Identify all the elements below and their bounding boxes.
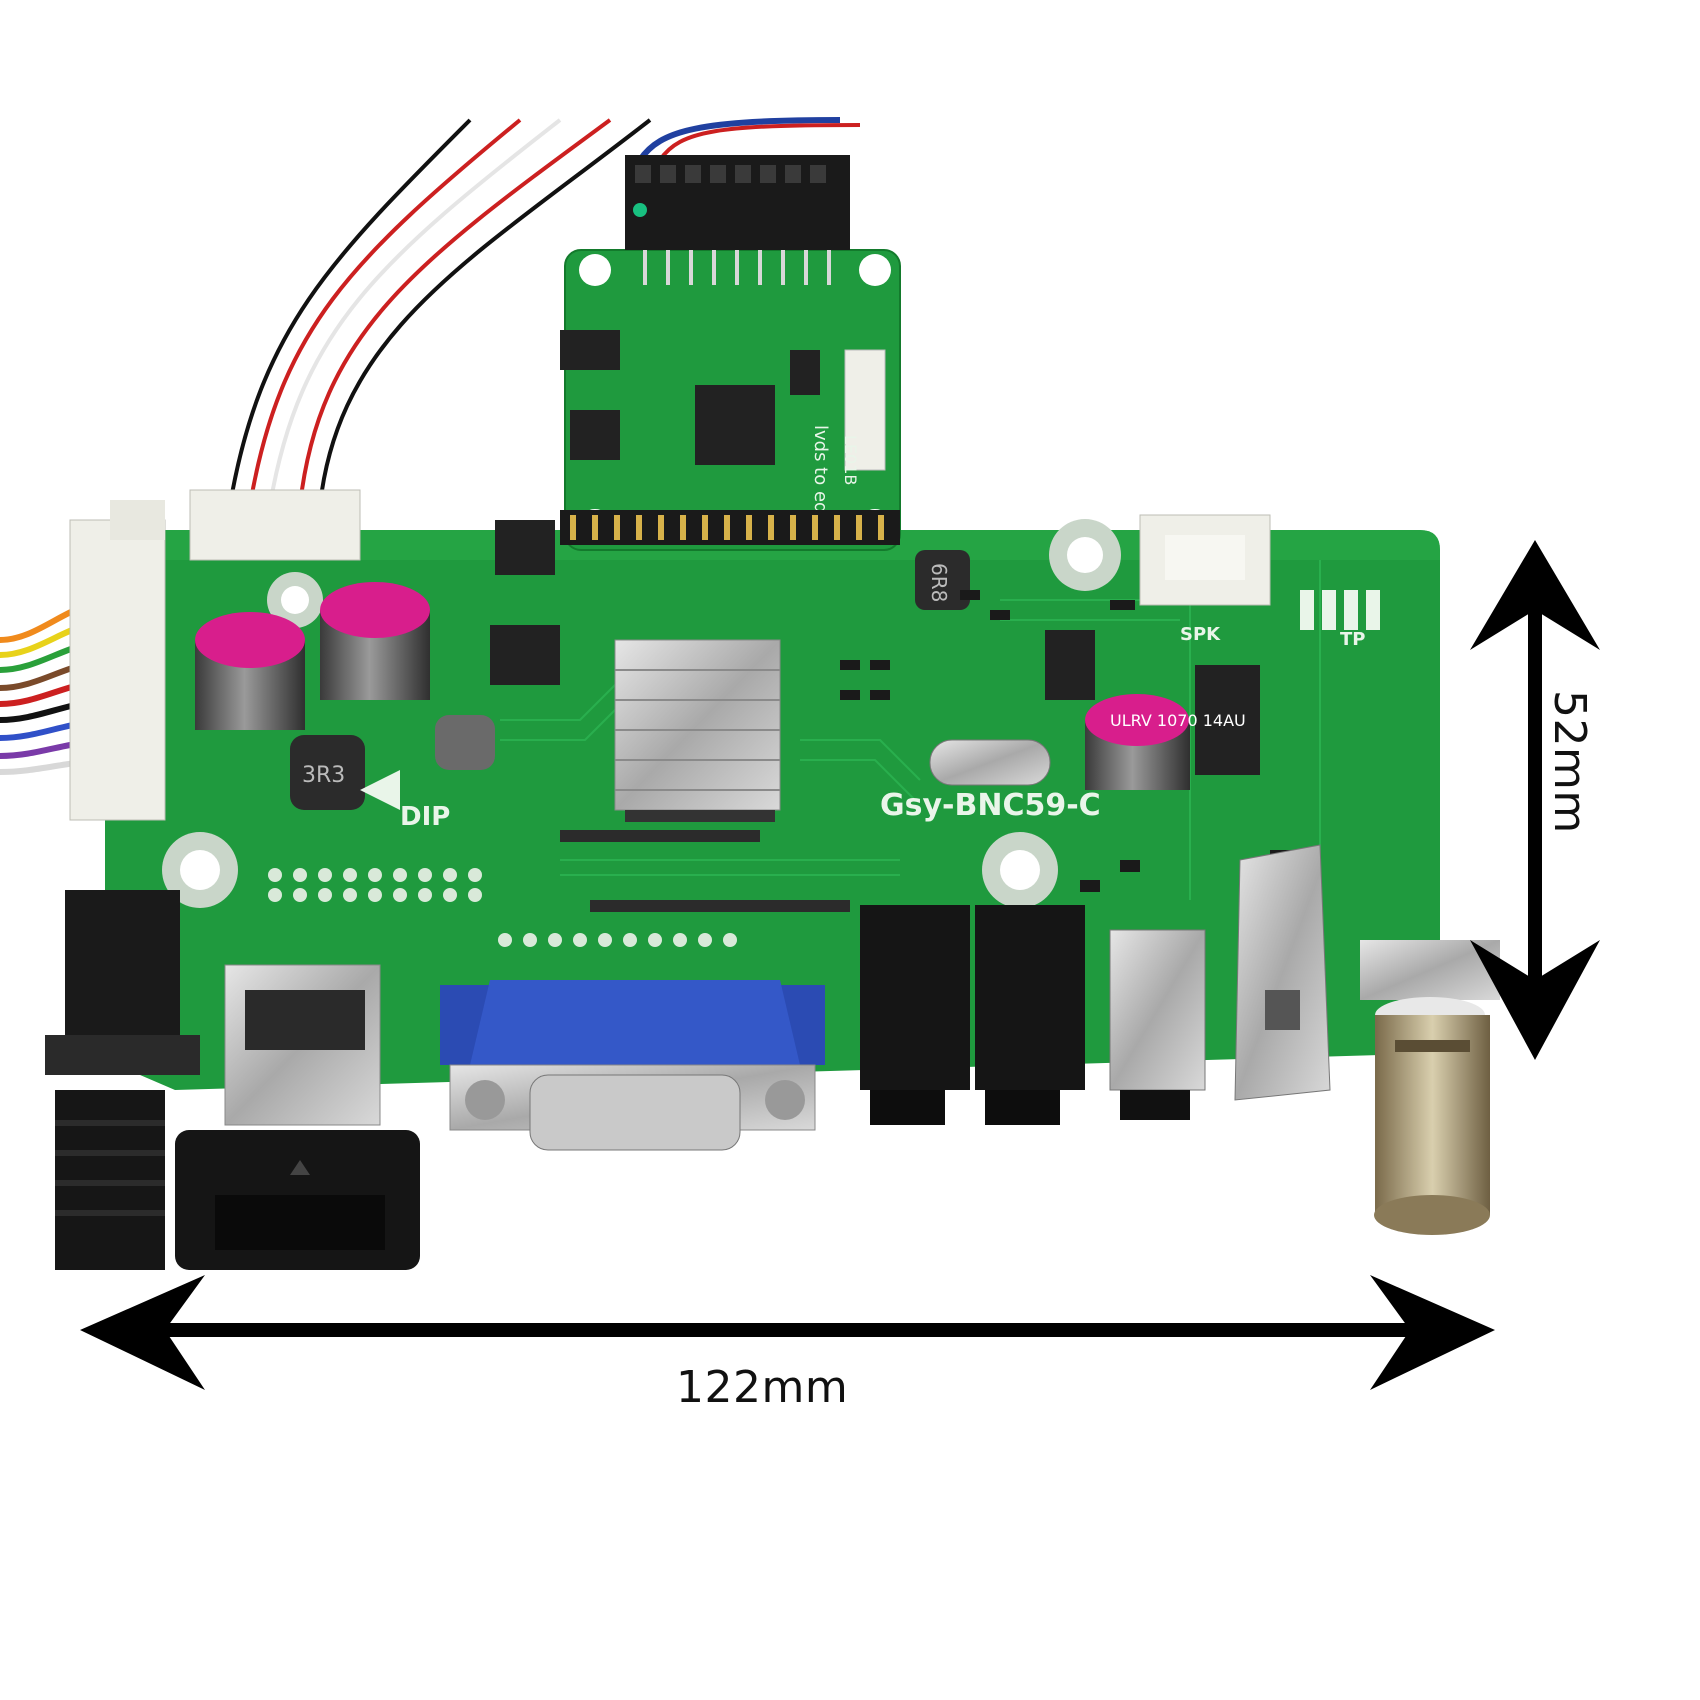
pin-header	[268, 868, 737, 947]
mount-hole	[162, 519, 1121, 908]
audio-jack	[860, 905, 1206, 1125]
capacitor: ULRV 1070 14AU	[195, 582, 1246, 790]
vga-port	[440, 980, 825, 1151]
board-model-label: Gsy-BNC59-C	[880, 788, 1101, 823]
double-arrow-vertical-icon	[1470, 540, 1600, 1060]
adapter-board: lvds to edp LE01B	[560, 249, 901, 551]
heatsink	[614, 639, 781, 822]
white-connector-top	[189, 489, 361, 561]
lvds-connector	[625, 155, 850, 285]
smd-components	[560, 590, 1295, 912]
inductor-label: 3R3	[302, 763, 345, 788]
crystal	[929, 739, 1051, 786]
ic-chip	[490, 625, 560, 685]
adapter-label: lvds to edp	[810, 425, 831, 525]
double-arrow-horizontal-icon	[80, 1275, 1495, 1390]
ic-chip	[1045, 630, 1095, 700]
inductor-label: 6R8	[927, 563, 951, 602]
main-board: 6R8 3R3 ULRV 1070 14AU	[69, 489, 1440, 1090]
hdmi-port	[175, 964, 420, 1270]
dc-jack	[45, 890, 200, 1270]
ic-chip	[1195, 665, 1260, 775]
width-dimension-label: 122mm	[676, 1362, 849, 1413]
white-connector-left	[69, 500, 166, 821]
lvds-cable	[228, 117, 861, 506]
height-dimension-label: 52mm	[1544, 690, 1595, 834]
usb-port	[1234, 844, 1331, 1101]
spk-connector	[1139, 514, 1271, 606]
capacitor-label: ULRV 1070 14AU	[1110, 711, 1246, 730]
spk-label: SPK	[1180, 624, 1221, 645]
bnc-connector	[1360, 940, 1500, 1235]
tp-pads	[1300, 590, 1380, 630]
jumper	[495, 520, 555, 575]
inductor: 6R8 3R3	[290, 550, 970, 810]
tp-label: TP	[1340, 629, 1365, 650]
dip-label: DIP	[400, 802, 450, 832]
adapter-code: LE01B	[841, 435, 860, 485]
